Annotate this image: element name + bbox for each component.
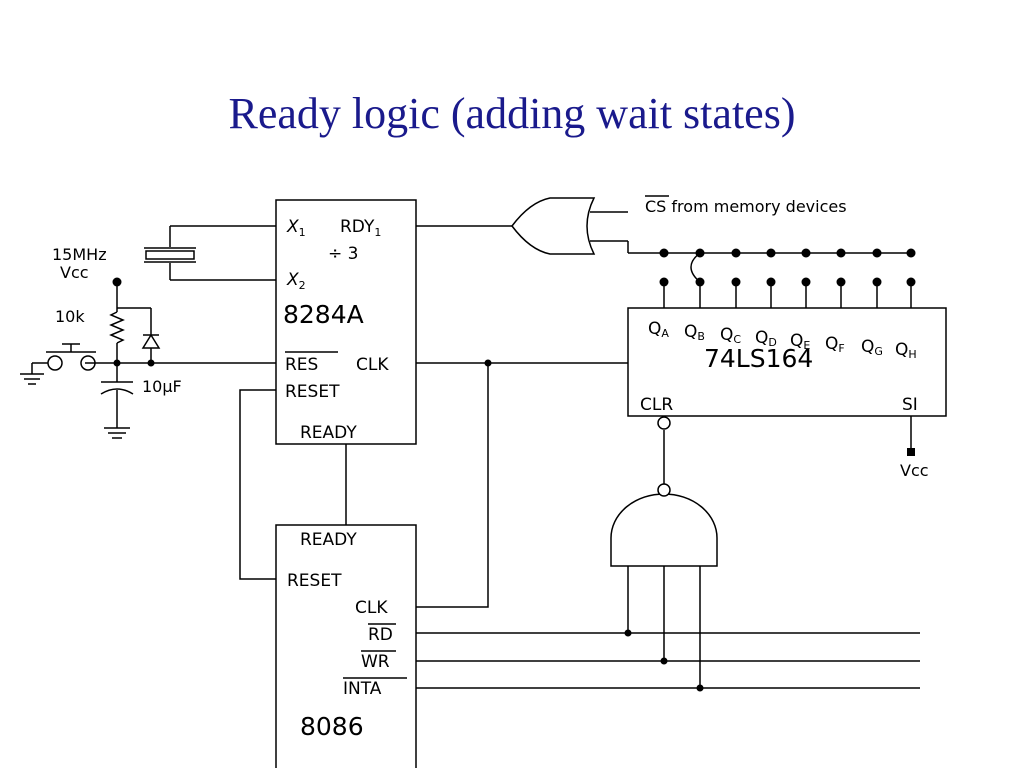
pin-inta-bar: INTA — [343, 679, 382, 699]
pin-reset-8284: RESET — [285, 382, 340, 402]
q-pin-dot-a — [659, 277, 669, 287]
pin-rd-bar: RD — [368, 625, 393, 645]
vcc-right-label: Vcc — [900, 461, 929, 480]
jumper-qb — [690, 252, 701, 283]
cap-plate-bottom — [100, 388, 134, 395]
q-pin-dot-d — [766, 277, 776, 287]
pin-clr: CLR — [640, 395, 673, 415]
q-label-f: Q — [825, 334, 838, 354]
resistor-10k — [109, 311, 125, 344]
q-pin-dot-e — [801, 277, 811, 287]
wire-clk-cpu — [416, 363, 489, 608]
or-gate — [511, 197, 596, 255]
crystal-body — [145, 250, 195, 260]
clr-bubble — [657, 416, 671, 430]
pin-x1: X1 — [286, 217, 306, 239]
diode-body — [141, 333, 161, 349]
pin-wr-bar: WR — [361, 652, 390, 672]
cs-label: CS from memory devices — [645, 197, 847, 216]
chip-74ls164 — [627, 307, 947, 417]
res-node-2 — [147, 359, 155, 367]
q-sub-e: E — [803, 339, 810, 352]
q-pin-dot-f — [836, 277, 846, 287]
capacitor-label: 10μF — [142, 377, 182, 396]
q-label-h: Q — [895, 340, 908, 360]
slide-title: Ready logic (adding wait states) — [228, 89, 796, 138]
pin-res-bar: RES — [285, 355, 318, 375]
pin-x2: X2 — [286, 270, 306, 292]
pin-si: SI — [902, 395, 918, 415]
q-sub-f: F — [838, 342, 844, 355]
vcc-left-label: Vcc — [60, 263, 89, 282]
resistor-label: 10k — [55, 307, 85, 326]
q-label-a: Q — [648, 319, 661, 339]
q-pin-dot-g — [872, 277, 882, 287]
wire-reset — [239, 389, 276, 580]
q-label-g: Q — [861, 337, 874, 357]
q-label-e: Q — [790, 331, 803, 351]
q-sub-d: D — [768, 336, 776, 349]
q-label-c: Q — [720, 325, 733, 345]
chip-8284a — [275, 199, 417, 445]
nand-gate — [610, 493, 718, 567]
q-sub-b: B — [697, 330, 705, 343]
chip-8086-name: 8086 — [300, 712, 364, 741]
pin-clk-8284: CLK — [356, 355, 389, 375]
q-output-pins — [659, 248, 916, 308]
pin-clk-8086: CLK — [355, 598, 388, 618]
q-sub-a: A — [661, 327, 669, 340]
q-pin-dot-c — [731, 277, 741, 287]
q-label-b: Q — [684, 322, 697, 342]
si-vcc-terminal — [907, 448, 915, 456]
q-pin-dot-h — [906, 277, 916, 287]
q-label-d: Q — [755, 328, 768, 348]
button-contact-right — [80, 355, 96, 371]
pin-ready-8086: READY — [300, 530, 357, 550]
q-sub-c: C — [733, 333, 741, 346]
pin-rdy1: RDY1 — [340, 217, 381, 239]
chip-74ls164-name: 74LS164 — [704, 344, 813, 373]
q-sub-h: H — [908, 348, 916, 361]
q-sub-g: G — [874, 345, 883, 358]
chip-8086 — [275, 524, 417, 768]
divide-by-label: ÷ 3 — [328, 244, 358, 264]
button-contact-left — [47, 355, 63, 371]
pin-reset-8086: RESET — [287, 571, 342, 591]
nand-bubble — [657, 483, 671, 497]
crystal-label: 15MHz — [52, 245, 107, 264]
chip-8284a-name: 8284A — [283, 300, 364, 329]
pin-ready-8284: READY — [300, 423, 357, 443]
